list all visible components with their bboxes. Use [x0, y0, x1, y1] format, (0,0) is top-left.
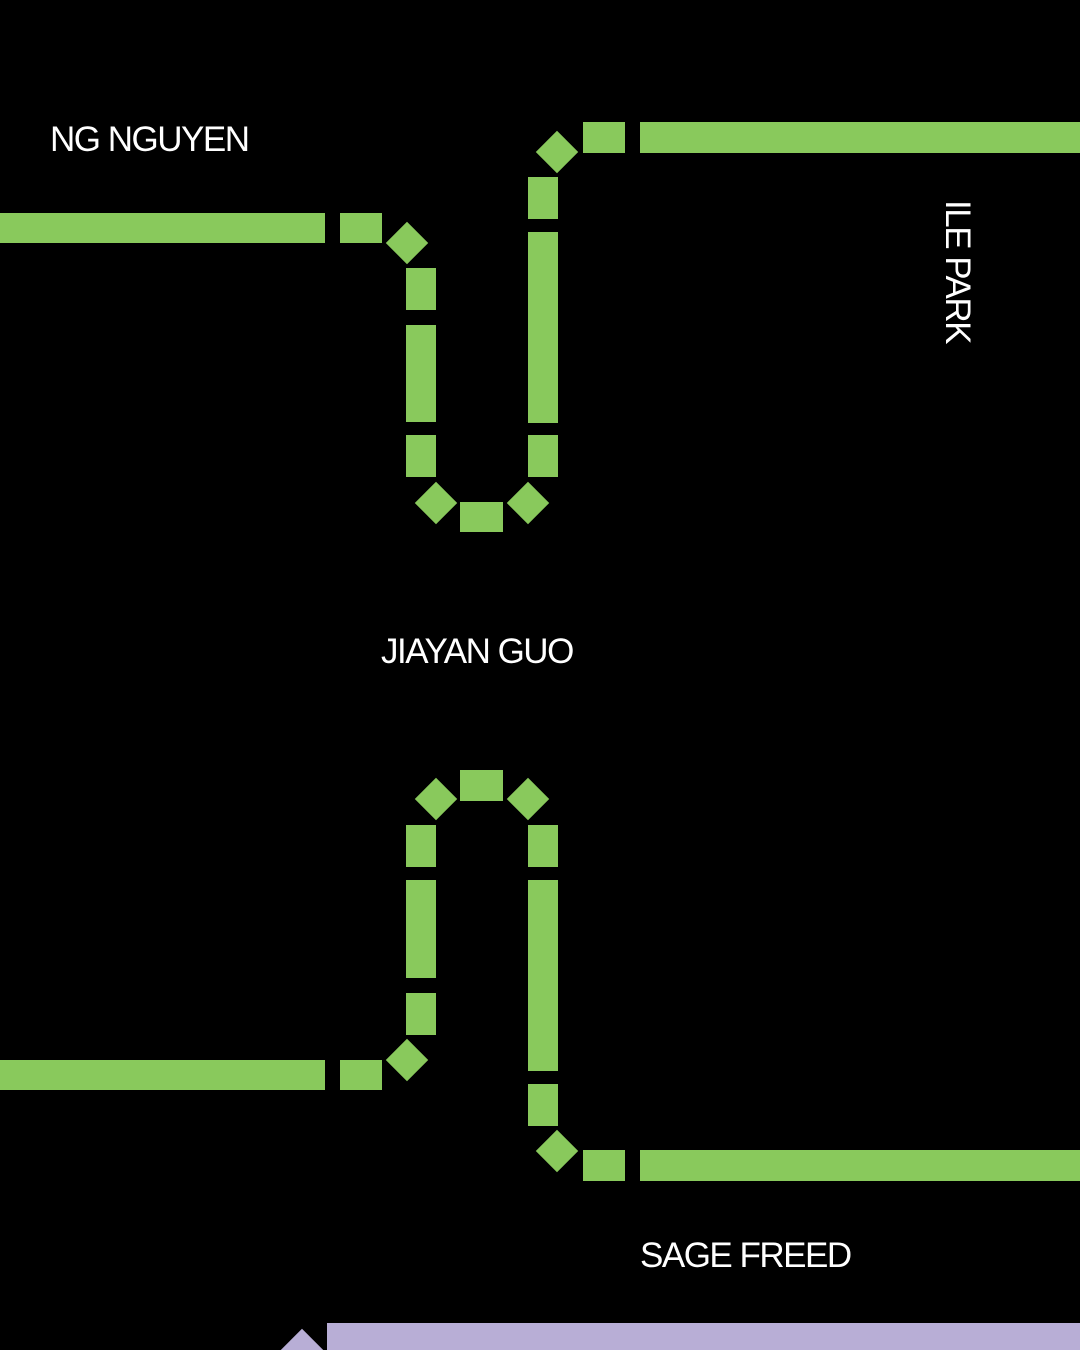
path-segment	[406, 993, 436, 1035]
path-corner	[506, 481, 550, 525]
path-segment	[528, 177, 558, 219]
path-corner	[385, 221, 429, 265]
path-segment	[340, 213, 382, 243]
path-segment	[406, 880, 436, 978]
path-corner	[535, 130, 579, 174]
path-segment	[0, 1060, 325, 1090]
path-segment	[406, 435, 436, 477]
path-segment	[640, 122, 1080, 153]
path-segment	[528, 1084, 558, 1126]
path-segment	[406, 825, 436, 867]
path-segment	[340, 1060, 382, 1090]
path-corner	[385, 1038, 429, 1082]
path-segment	[460, 770, 503, 801]
path-segment	[460, 502, 503, 532]
path-segment	[583, 1150, 625, 1181]
path-segment	[528, 825, 558, 867]
path-corner	[280, 1328, 324, 1350]
path-corner	[414, 481, 458, 525]
path-segment	[528, 232, 558, 423]
path-segment	[528, 435, 558, 477]
path-corner	[535, 1129, 579, 1173]
path-segment	[640, 1150, 1080, 1181]
path-segment	[583, 122, 625, 153]
path-corner	[506, 777, 550, 821]
path-segment	[406, 325, 436, 422]
path-corner	[414, 777, 458, 821]
lavender-path	[280, 1323, 1080, 1350]
name-label-jiayan-guo: JIAYAN GUO	[381, 632, 574, 671]
path-segment	[406, 268, 436, 310]
path-segment	[528, 880, 558, 1071]
path-segment	[327, 1323, 1080, 1350]
path-segment	[0, 213, 325, 243]
name-label-ng-nguyen: NG NGUYEN	[50, 120, 250, 159]
name-label-sage-freed: SAGE FREED	[640, 1236, 852, 1275]
name-label-ile-park: ILE PARK	[938, 200, 977, 343]
